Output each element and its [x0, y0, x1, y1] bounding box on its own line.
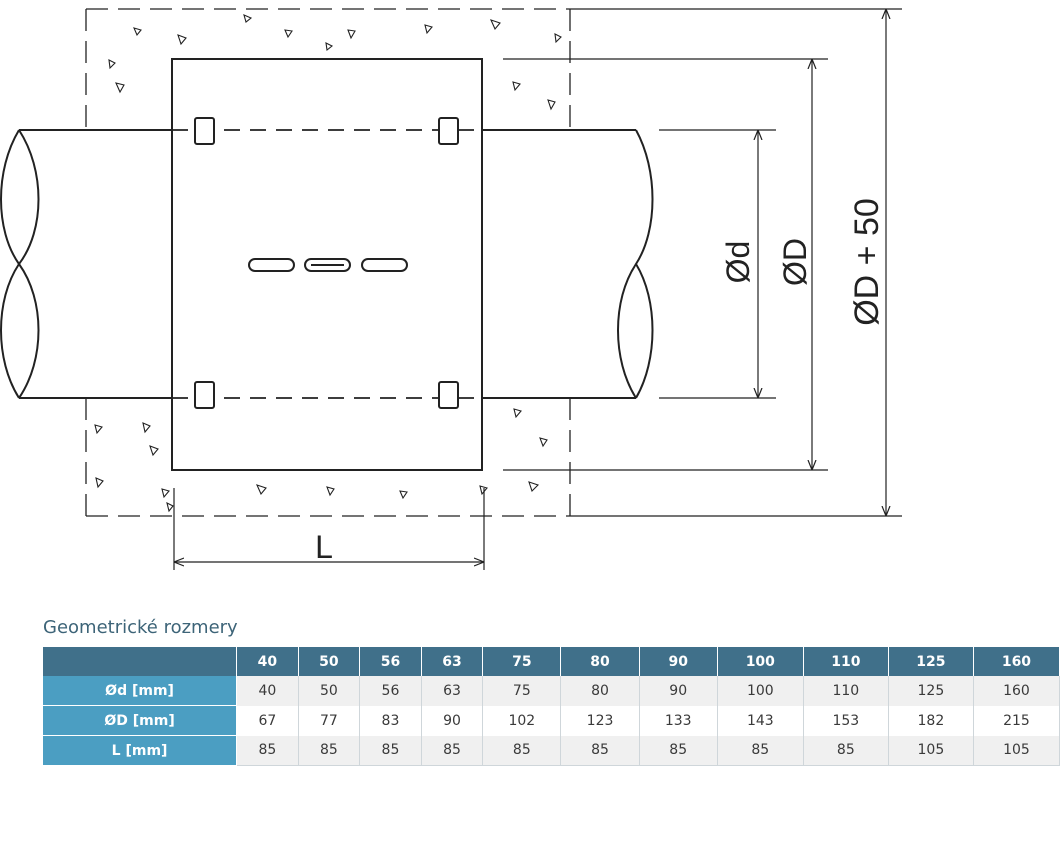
table-cell: 83 — [359, 705, 422, 736]
column-header: 90 — [639, 647, 718, 676]
column-header: 63 — [421, 647, 484, 676]
table-cell: 215 — [973, 705, 1060, 736]
column-header: 100 — [717, 647, 804, 676]
concrete-block-outline — [85, 8, 571, 517]
column-header: 75 — [482, 647, 562, 676]
clips — [194, 117, 459, 409]
column-header: 80 — [560, 647, 640, 676]
table-cell: 80 — [560, 676, 640, 706]
table-cell: 102 — [482, 705, 562, 736]
section-title: Geometrické rozmery — [43, 617, 238, 638]
dimension-lines — [174, 9, 886, 562]
table-cell: 85 — [639, 735, 718, 766]
table-cell: 77 — [298, 705, 361, 736]
table-cell: 105 — [973, 735, 1060, 766]
technical-drawing: Ød ØD ØD + 50 L — [0, 8, 902, 570]
right-pipe — [482, 129, 654, 399]
table-cell: 125 — [888, 676, 974, 706]
column-header: 160 — [973, 647, 1060, 676]
left-pipe — [0, 129, 172, 399]
column-header: 40 — [236, 647, 299, 676]
column-header: 50 — [298, 647, 361, 676]
total-diameter-label: ØD + 50 — [848, 198, 886, 326]
heating-slots — [248, 258, 408, 272]
row-label: ØD [mm] — [43, 705, 238, 736]
row-label: L [mm] — [43, 735, 238, 766]
table-cell: 85 — [803, 735, 889, 766]
column-header: 125 — [888, 647, 974, 676]
table-cell: 85 — [717, 735, 804, 766]
column-header: 110 — [803, 647, 889, 676]
concrete-aggregate — [94, 14, 562, 513]
table-cell: 90 — [421, 705, 484, 736]
table-cell: 90 — [639, 676, 718, 706]
table-cell: 56 — [359, 676, 422, 706]
table-cell: 182 — [888, 705, 974, 736]
length-label: L — [315, 529, 333, 565]
coupling-sleeve — [171, 58, 483, 471]
table-cell: 75 — [482, 676, 562, 706]
table-cell: 110 — [803, 676, 889, 706]
extension-lines — [173, 8, 902, 570]
table-cell: 85 — [298, 735, 361, 766]
table-cell: 143 — [717, 705, 804, 736]
table-cell: 85 — [482, 735, 562, 766]
table-cell: 133 — [639, 705, 718, 736]
table-cell: 63 — [421, 676, 484, 706]
table-cell: 153 — [803, 705, 889, 736]
row-label: Ød [mm] — [43, 676, 238, 706]
table-cell: 40 — [236, 676, 299, 706]
table-cell: 50 — [298, 676, 361, 706]
column-header: 56 — [359, 647, 422, 676]
table-cell: 105 — [888, 735, 974, 766]
table-cell: 160 — [973, 676, 1060, 706]
table-cell: 85 — [359, 735, 422, 766]
table-cell: 85 — [236, 735, 299, 766]
table-cell: 123 — [560, 705, 640, 736]
table-corner-cell — [43, 647, 238, 676]
table-cell: 85 — [421, 735, 484, 766]
table-cell: 85 — [560, 735, 640, 766]
table-cell: 100 — [717, 676, 804, 706]
large-diameter-label: ØD — [777, 238, 813, 286]
table-cell: 67 — [236, 705, 299, 736]
small-diameter-label: Ød — [720, 241, 756, 284]
